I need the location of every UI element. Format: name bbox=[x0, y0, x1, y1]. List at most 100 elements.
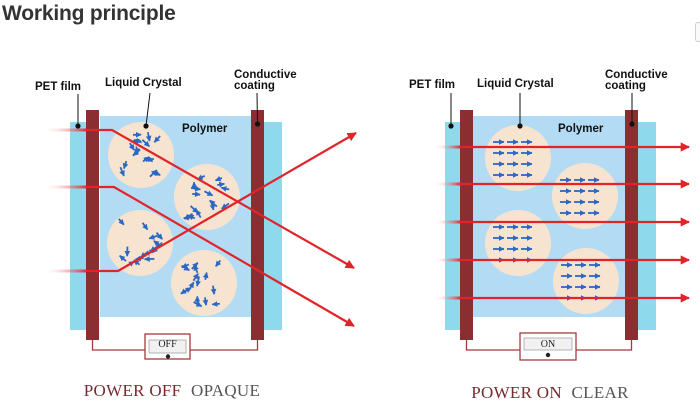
lc-molecule bbox=[149, 169, 158, 178]
lc-molecule bbox=[195, 276, 201, 287]
conductive-coating-right bbox=[251, 110, 264, 340]
switch-label: ON bbox=[541, 339, 555, 350]
caption: POWER ON CLEAR bbox=[471, 383, 629, 402]
lc-molecule bbox=[148, 234, 158, 240]
incident-light bbox=[433, 145, 460, 149]
transmitted-light-rays bbox=[433, 142, 690, 303]
page-title: Working principle bbox=[2, 2, 176, 25]
pet-film-label: PET film bbox=[409, 79, 455, 91]
pet-film-left bbox=[445, 122, 463, 330]
callout-dot bbox=[143, 123, 149, 129]
lc-droplet bbox=[485, 210, 551, 276]
lc-molecule bbox=[141, 139, 151, 148]
lc-droplet bbox=[485, 125, 551, 191]
pet-film-left bbox=[70, 122, 90, 330]
pet-film-right bbox=[637, 122, 656, 330]
lc-molecule bbox=[192, 273, 199, 282]
light-ray bbox=[86, 128, 355, 269]
lc-molecule bbox=[181, 265, 190, 272]
polymer-label: Polymer bbox=[182, 123, 228, 135]
lc-droplet bbox=[108, 122, 174, 188]
lc-molecule bbox=[141, 222, 149, 231]
lc-droplet bbox=[107, 210, 173, 276]
lc-molecule bbox=[217, 181, 226, 188]
lc-molecule bbox=[119, 254, 127, 262]
lc-molecule bbox=[191, 262, 199, 270]
lc-molecule bbox=[119, 166, 125, 177]
lc-molecule bbox=[210, 285, 217, 295]
callout-dot bbox=[75, 123, 81, 129]
conductive-coating-label: Conductive bbox=[605, 69, 668, 81]
callouts bbox=[77, 92, 258, 127]
callout-dot bbox=[254, 121, 261, 127]
caption: POWER OFF OPAQUE bbox=[84, 381, 260, 400]
lc-molecule bbox=[220, 186, 230, 192]
caption-result: OPAQUE bbox=[191, 381, 260, 400]
lc-droplet bbox=[171, 250, 237, 316]
light-ray bbox=[86, 132, 357, 273]
conductive-coating-label-2: coating bbox=[234, 80, 275, 92]
lc-molecule bbox=[133, 138, 142, 145]
pet-film-label: PET film bbox=[35, 81, 81, 93]
conductive-coating-left bbox=[86, 110, 99, 340]
caption-state: POWER ON bbox=[471, 383, 562, 402]
lc-molecule bbox=[214, 175, 223, 182]
lc-molecule bbox=[221, 202, 230, 210]
panel-power-off: OFF PET film Liquid Crystal Conductive c… bbox=[35, 69, 357, 400]
lc-molecule bbox=[155, 232, 164, 240]
lc-molecule bbox=[145, 131, 152, 142]
lc-molecule bbox=[153, 135, 161, 143]
lc-molecule bbox=[192, 191, 201, 198]
edge-tab bbox=[695, 22, 700, 42]
lc-droplet bbox=[553, 248, 619, 314]
switch-circuit: ON bbox=[465, 332, 633, 361]
lc-droplet bbox=[174, 164, 240, 230]
caption-state: POWER OFF bbox=[84, 381, 182, 400]
lc-molecule bbox=[187, 214, 196, 221]
callout-dot bbox=[448, 123, 454, 129]
switch-circuit: OFF bbox=[91, 333, 259, 360]
lc-molecule bbox=[118, 218, 125, 226]
lc-molecule bbox=[122, 160, 129, 170]
panel-power-on: ON PET film Liquid Crystal Conductive co… bbox=[409, 69, 690, 402]
wire bbox=[465, 340, 633, 351]
lc-molecule bbox=[195, 209, 202, 218]
scattered-light-rays bbox=[86, 128, 357, 327]
incident-light bbox=[433, 296, 460, 300]
callouts bbox=[450, 93, 633, 126]
switch-indicator bbox=[165, 354, 171, 359]
lc-molecule bbox=[202, 297, 209, 306]
incident-light-rays bbox=[42, 128, 86, 273]
callout-dot bbox=[517, 123, 523, 129]
lc-molecule bbox=[183, 286, 192, 294]
switch-label: OFF bbox=[158, 339, 177, 350]
lc-molecule bbox=[211, 301, 220, 307]
liquid-crystal-label: Liquid Crystal bbox=[105, 77, 182, 89]
light-ray bbox=[86, 185, 355, 327]
switch-indicator bbox=[545, 352, 551, 358]
pet-film-right bbox=[262, 122, 282, 330]
conductive-coating-label-2: coating bbox=[605, 80, 646, 92]
lc-molecule bbox=[128, 142, 135, 151]
incident-light bbox=[433, 220, 460, 224]
incident-light bbox=[433, 258, 460, 262]
lc-molecule bbox=[209, 199, 218, 208]
lc-molecule bbox=[202, 272, 209, 280]
conductive-coating-left bbox=[460, 110, 473, 340]
polymer-label: Polymer bbox=[558, 123, 604, 135]
callout-dot bbox=[629, 121, 635, 127]
incident-light bbox=[433, 182, 460, 186]
liquid-crystal-label: Liquid Crystal bbox=[477, 78, 554, 90]
conductive-coating-right bbox=[625, 110, 638, 340]
lc-molecule bbox=[203, 190, 214, 197]
lc-molecule bbox=[214, 259, 222, 267]
wire bbox=[91, 340, 259, 351]
lc-molecule bbox=[133, 146, 140, 155]
caption-result: CLEAR bbox=[572, 383, 630, 402]
lc-molecule bbox=[153, 240, 161, 247]
lc-droplet bbox=[552, 163, 618, 229]
lc-molecule bbox=[190, 185, 201, 192]
lc-droplets bbox=[107, 122, 240, 316]
conductive-coating-label: Conductive bbox=[234, 69, 297, 81]
